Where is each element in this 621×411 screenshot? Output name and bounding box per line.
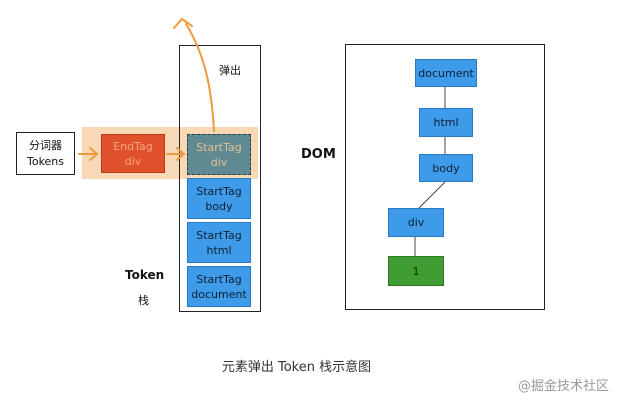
stack-cell-body: StartTag body — [187, 178, 251, 219]
tokenizer-box: 分词器 Tokens — [16, 132, 75, 175]
stack-cell-type: StartTag — [196, 272, 242, 286]
stack-cell-name: body — [205, 199, 233, 213]
token-stack — [179, 45, 261, 312]
stack-cell-name: document — [191, 287, 247, 301]
dom-node-body: body — [419, 154, 473, 182]
stack-cell-type: StartTag — [196, 228, 242, 242]
dom-tree-panel — [345, 44, 545, 310]
push-arrow — [166, 147, 186, 161]
tokenizer-tokens-label: Tokens — [26, 154, 65, 168]
dom-text-node: 1 — [388, 256, 444, 286]
pop-arrow — [173, 17, 215, 132]
dom-tree-edges — [414, 87, 446, 256]
stack-cell-type: StartTag — [196, 140, 242, 154]
stack-cell-name: html — [206, 243, 232, 257]
stack-cell-popped-div: StartTag div — [187, 134, 251, 175]
tokenizer-arrow — [78, 147, 99, 161]
stack-cell-name: div — [210, 155, 228, 169]
dom-label: DOM — [301, 147, 336, 162]
figure-caption-text: 元素弹出 Token 栈示意图 — [221, 360, 372, 375]
token-stack-label: Token — [125, 268, 165, 282]
stack-cell-html: StartTag html — [187, 222, 251, 263]
end-tag-token: EndTag div — [101, 134, 165, 173]
end-tag-name: div — [124, 154, 142, 168]
dom-node-div: div — [388, 208, 444, 237]
dom-node-document: document — [415, 59, 477, 87]
end-tag-type: EndTag — [113, 139, 153, 153]
stack-cell-type: StartTag — [196, 184, 242, 198]
dom-node-html: html — [419, 108, 473, 137]
pop-label: 弹出 — [219, 64, 241, 77]
stack-char-label: 栈 — [138, 294, 149, 307]
watermark: @掘金技术社区 — [517, 379, 609, 394]
figure-caption: 元素弹出 Token 栈示意图 — [0, 356, 621, 375]
stack-cell-document: StartTag document — [187, 266, 251, 307]
tokenizer-label: 分词器 — [29, 138, 62, 152]
